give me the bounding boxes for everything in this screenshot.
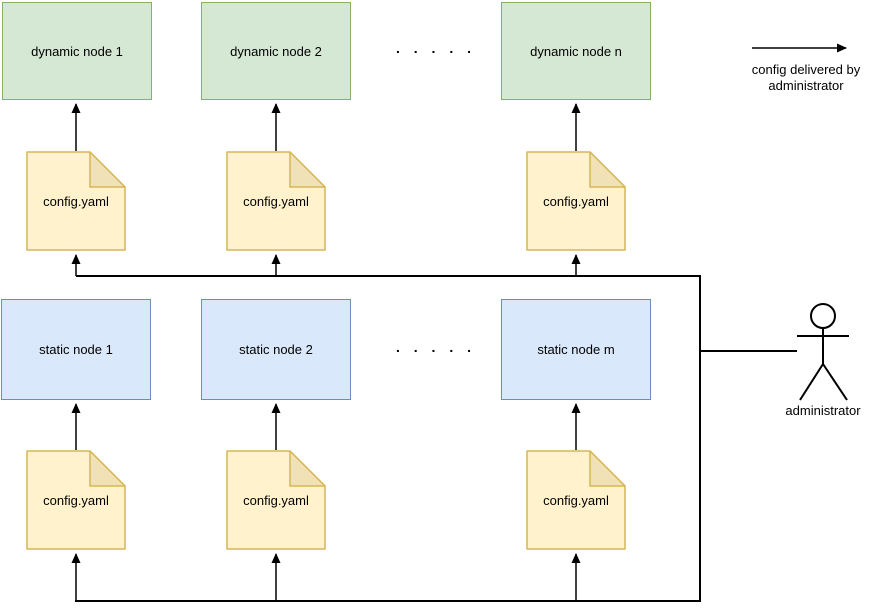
legend-label-line2: administrator bbox=[768, 78, 844, 93]
document-icon bbox=[526, 151, 626, 251]
config-file-label: config.yaml bbox=[543, 193, 609, 209]
document-icon bbox=[226, 151, 326, 251]
node-dynamic-n: dynamic node n bbox=[501, 2, 651, 100]
arrow-config-to-static-nodes bbox=[71, 403, 581, 450]
arrow-distribution-to-static-configs bbox=[71, 553, 581, 601]
node-dynamic-2: dynamic node 2 bbox=[201, 2, 351, 100]
node-dynamic-n-label: dynamic node n bbox=[530, 43, 622, 59]
config-file-label: config.yaml bbox=[543, 492, 609, 508]
node-static-m: static node m bbox=[501, 299, 651, 400]
administrator-icon bbox=[797, 303, 849, 401]
arrow-distribution-to-dynamic-configs bbox=[71, 254, 581, 276]
config-file-dynamic-1: config.yaml bbox=[26, 151, 126, 251]
node-dynamic-1-label: dynamic node 1 bbox=[31, 43, 123, 59]
config-file-dynamic-n: config.yaml bbox=[526, 151, 626, 251]
node-static-1: static node 1 bbox=[1, 299, 151, 400]
config-file-label: config.yaml bbox=[243, 193, 309, 209]
legend-label-line1: config delivered by bbox=[751, 62, 861, 77]
ellipsis-dynamic: . . . . . bbox=[396, 40, 477, 56]
config-file-label: config.yaml bbox=[43, 193, 109, 209]
node-static-m-label: static node m bbox=[537, 342, 615, 357]
legend-label: config delivered by administrator bbox=[716, 62, 889, 94]
config-file-static-1: config.yaml bbox=[26, 450, 126, 550]
actor-label: administrator bbox=[785, 403, 861, 418]
node-static-2: static node 2 bbox=[201, 299, 351, 400]
ellipsis-static: . . . . . bbox=[396, 339, 477, 355]
config-file-static-m: config.yaml bbox=[526, 450, 626, 550]
node-static-2-label: static node 2 bbox=[239, 342, 313, 357]
config-file-label: config.yaml bbox=[243, 492, 309, 508]
config-file-label: config.yaml bbox=[43, 492, 109, 508]
config-file-static-2: config.yaml bbox=[226, 450, 326, 550]
config-file-dynamic-2: config.yaml bbox=[226, 151, 326, 251]
arrow-config-to-dynamic-nodes bbox=[71, 103, 581, 151]
node-static-1-label: static node 1 bbox=[39, 342, 113, 357]
node-dynamic-1: dynamic node 1 bbox=[2, 2, 152, 100]
node-dynamic-2-label: dynamic node 2 bbox=[230, 43, 322, 59]
document-icon bbox=[26, 151, 126, 251]
